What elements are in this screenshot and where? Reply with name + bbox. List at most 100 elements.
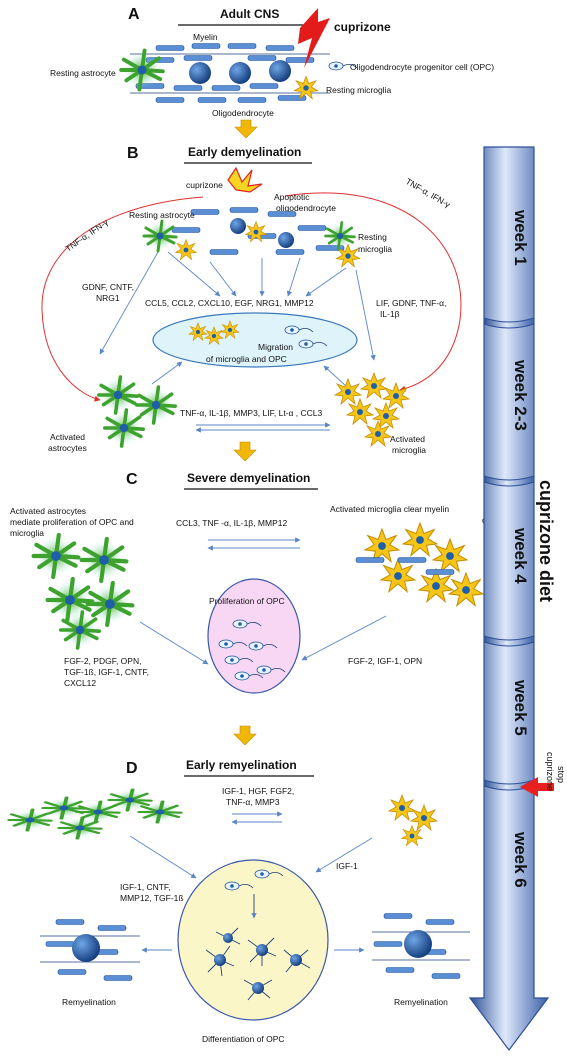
down-arrow-c-d [233, 725, 257, 746]
label-resting-astrocyte-b: Resting astrocyte [129, 210, 195, 220]
label-migration-1: Migration [258, 342, 293, 352]
flattened-astrocytes-d [7, 787, 183, 841]
label-stop-2: stop [556, 766, 566, 783]
label-proliferation: Proliferation of OPC [209, 596, 285, 606]
label-d-exchange-1: IGF-1, HGF, FGF2, [222, 786, 294, 796]
label-opc: Oligodendrocyte progenitor cell (OPC) [350, 62, 494, 72]
oligo-d1 [214, 954, 226, 966]
label-resting-microglia-a: Resting microglia [326, 85, 391, 95]
timeline-week-3: week 4 [511, 527, 530, 584]
differentiation-oval [177, 859, 329, 1021]
activated-microglia-c [355, 522, 484, 607]
label-activated-astro-2: astrocytes [48, 443, 87, 453]
cuprizone-lightning-a [298, 8, 330, 68]
label-c-left-3: CXCL12 [64, 678, 96, 688]
microglia-b1 [175, 239, 197, 261]
label-d-left-2: MMP12, TGF-1ß [120, 893, 184, 903]
label-apoptotic-1: Apoptotic [274, 192, 310, 202]
panel-b-title: Early demyelination [188, 145, 301, 159]
feedback-arc-right [284, 192, 462, 392]
label-gdnf-2: NRG1 [96, 293, 120, 303]
label-lif-1: LIF, GDNF, TNF-α, [376, 298, 446, 308]
panel-c-title: Severe demyelination [187, 471, 310, 485]
label-activated-micro-2: microglia [392, 445, 426, 455]
label-activated-astro-1: Activated [50, 432, 85, 442]
down-arrow-b-c [233, 441, 257, 462]
label-differentiation: Differentiation of OPC [202, 1034, 285, 1044]
panel-c: C Severe demyelination Activated astrocy… [10, 471, 505, 746]
timeline: week 1 week 2-3 week 4 week 5 week 6 cup… [468, 146, 566, 1051]
opc-d [224, 869, 284, 919]
oligo-d2 [256, 944, 268, 956]
label-migration-2: of microglia and OPC [206, 354, 287, 364]
label-stop-1: cuprizone [545, 752, 555, 791]
label-resting-microglia-b2: microglia [358, 244, 392, 254]
panel-d-title: Early remyelination [186, 758, 297, 772]
remyelination-right [372, 913, 470, 979]
panel-a: A Adult CNS Myelin cuprizone Oligodendro… [50, 6, 494, 139]
activated-astrocytes-c [34, 535, 133, 650]
panel-d: D Early remyelination IGF-1, HGF, FGF2, … [7, 758, 470, 1044]
oligo-d4 [252, 982, 264, 994]
arrow-micro-to-opc [301, 615, 387, 661]
timeline-arrow [468, 146, 550, 1051]
damaged-axon-bundle [171, 207, 345, 255]
label-cuprizone-a: cuprizone [334, 20, 391, 34]
adult-axon-bundle [130, 43, 330, 103]
label-cuprizone-diet: cuprizone diet [536, 480, 556, 602]
label-d-igf: IGF-1 [336, 861, 358, 871]
label-resting-microglia-b1: Resting [358, 232, 387, 242]
panel-d-letter: D [126, 760, 138, 777]
signal-arrows-b [99, 251, 376, 387]
down-arrow-a-b [234, 119, 258, 139]
resting-astrocyte-b [142, 219, 178, 253]
timeline-week-4: week 5 [511, 679, 530, 736]
timeline-week-1: week 1 [511, 209, 530, 266]
label-activated-micro-1: Activated [390, 434, 425, 444]
label-lif-2: IL-1β [380, 309, 400, 319]
label-cuprizone-b: cuprizone [186, 180, 223, 190]
timeline-week-5: week 6 [511, 831, 530, 888]
label-d-left-1: IGF-1, CNTF, [120, 882, 171, 892]
label-c-right: FGF-2, IGF-1, OPN [348, 656, 422, 666]
arrow-astro-to-opc [139, 621, 209, 665]
panel-b: B Early demyelination TNF-α, IFN-γ TNF-α… [41, 145, 462, 462]
timeline-week-2: week 2-3 [511, 359, 530, 431]
activated-astrocytes-b [97, 375, 177, 448]
cuprizone-stop-arrow [520, 777, 554, 797]
remyelination-left [40, 919, 140, 981]
label-remyel-left: Remyelination [62, 997, 116, 1007]
oligo-d3 [290, 954, 302, 966]
label-gdnf-1: GDNF, CNTF, [82, 282, 134, 292]
microglia-d [388, 794, 438, 846]
panel-b-letter: B [127, 145, 139, 162]
label-apoptotic-2: oligodendrocyte [276, 203, 336, 213]
differentiated-oligodendrocytes [205, 927, 311, 1001]
label-c-left-1: FGF-2, PDGF, OPN, [64, 656, 141, 666]
arrow-astro-to-diff [129, 835, 197, 879]
label-resting-astrocyte-a: Resting astrocyte [50, 68, 116, 78]
oligodendrocyte-cells [189, 60, 291, 84]
label-d-exchange-2: TNF-α, MMP3 [226, 797, 280, 807]
label-bottom-factors: TNF-α, IL-1β, MMP3, LIF, Lt-α , CCL3 [180, 408, 323, 418]
panel-c-letter: C [126, 471, 138, 488]
panel-a-letter: A [128, 6, 140, 23]
label-myelin: Myelin [193, 32, 218, 42]
label-c-astro-1: Activated astrocytes [10, 506, 86, 516]
label-c-micro-1: Activated microglia clear myelin [330, 504, 449, 514]
label-c-exchange: CCL3, TNF -α, IL-1β, MMP12 [176, 518, 287, 528]
panel-a-title: Adult CNS [220, 7, 279, 21]
label-tnf-left: TNF-α, IFN-γ [63, 216, 110, 253]
label-center-factors: CCL5, CCL2, CXCL10, EGF, NRG1, MMP12 [145, 298, 314, 308]
arrow-micro-to-diff [315, 837, 373, 873]
label-tnf-right: TNF-α, IFN-γ [404, 176, 453, 210]
label-c-astro-3: microglia [10, 528, 44, 538]
oligo-d5 [223, 933, 233, 943]
cuprizone-burst-b [227, 166, 263, 193]
label-remyel-right: Remyelination [394, 997, 448, 1007]
label-oligodendrocyte: Oligodendrocyte [212, 108, 274, 118]
feedback-arc-left [41, 196, 204, 402]
proliferation-oval [207, 578, 301, 694]
label-c-astro-2: mediate proliferation of OPC and [10, 517, 134, 527]
